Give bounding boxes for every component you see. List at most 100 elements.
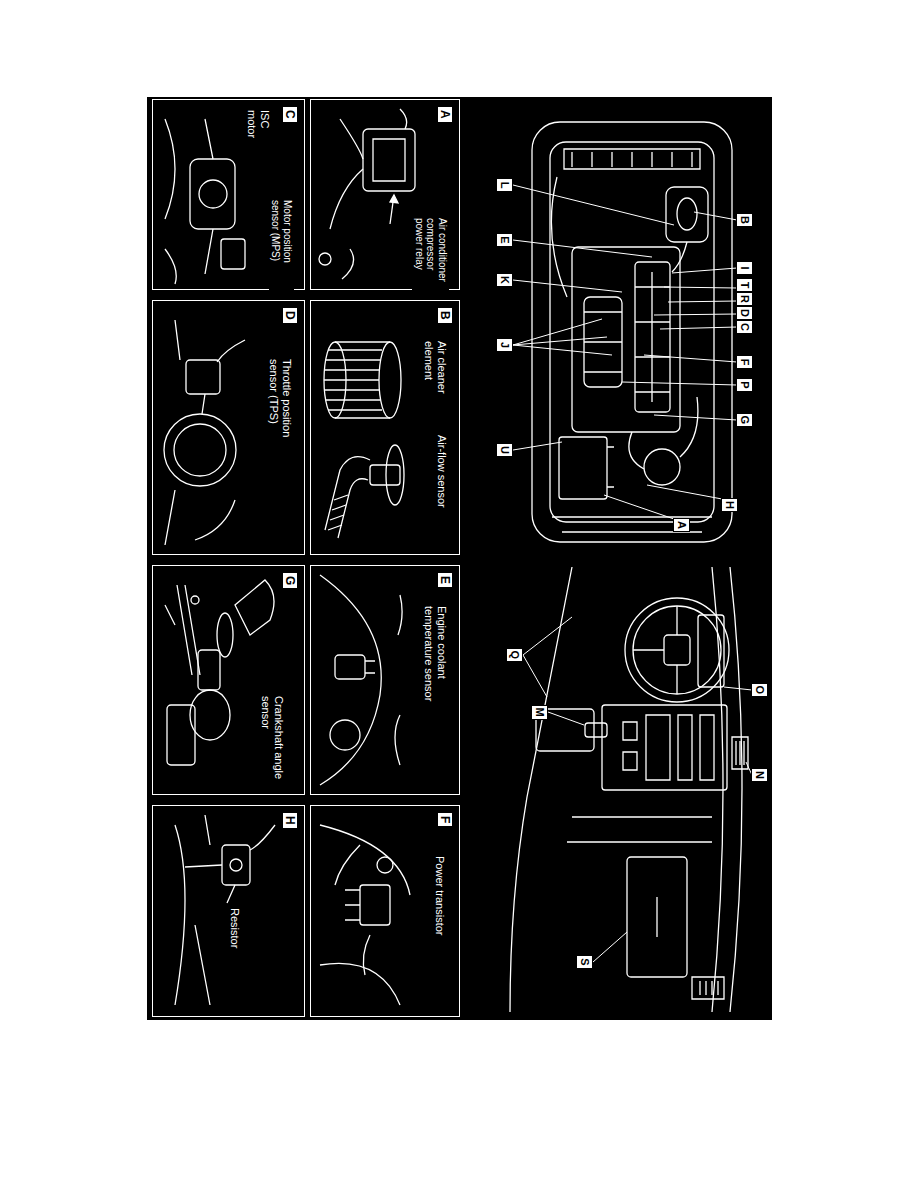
air-cleaner-photo [324,342,404,538]
part-caption: Power transistor [432,854,447,970]
leader-line [654,314,737,315]
engine-bay-drawing [564,149,700,169]
dashboard-drawing [510,567,748,1012]
coolant-sensor-photo [320,575,381,785]
callout-letter: K [497,273,514,287]
engine-bay-drawing [559,437,607,499]
dashboard-drawing [698,615,724,687]
air-cleaner-photo [325,457,370,538]
callout-letter: D [737,306,754,320]
relay-photo [319,109,415,279]
throttle-body-photo [164,414,236,486]
relay-photo [373,139,405,181]
resistor-photo [230,859,242,871]
resistor-photo [175,815,275,1005]
callout-letter: P [737,378,754,392]
relay-photo [390,195,398,203]
leader-line [513,442,562,450]
crank-angle-sensor-drawing [177,585,200,675]
panel-letter: C [282,106,298,123]
dashboard-drawing [627,857,687,977]
page-ground: AAir conditioner compressor power relayB… [147,97,772,1020]
throttle-body-photo [174,424,226,476]
leader-line [664,287,737,288]
dashboard-drawing [692,977,724,999]
callout-letter: L [497,178,514,192]
resistor-photo [195,815,210,1005]
panel-letter: H [282,812,298,829]
isc-motor-photo [199,180,227,208]
panel-letter: E [437,572,453,588]
dashboard-drawing [623,722,637,740]
callout-letter: M [532,705,549,720]
callout-letter: B [737,213,754,227]
part-caption: Resistor [227,906,242,990]
part-caption: Air conditioner compressor power relay [413,216,450,290]
coolant-sensor-photo [365,661,375,673]
part-caption: Motor position sensor (MPS) [269,198,294,290]
dashboard-drawing [623,752,637,770]
air-cleaner-photo [370,465,400,485]
leader-line [622,382,737,385]
leader-line [548,712,584,725]
air-cleaner-photo [379,342,401,418]
crank-angle-sensor-drawing [235,580,274,635]
leader-line [593,932,627,962]
leader-line [523,617,572,697]
dashboard-drawing [656,897,657,937]
crank-angle-sensor-drawing [165,580,274,765]
throttle-body-photo [164,320,245,545]
leader-line [724,687,752,690]
crank-angle-sensor-drawing [198,650,220,690]
callout-letter: Q [507,648,524,663]
relay-photo [330,109,407,279]
photo-panel: G Crankshaft angle sensor [152,565,305,795]
dashboard-drawing [633,606,721,694]
part-caption: Engine coolant temperature sensor [422,604,449,740]
panel-letter: A [437,106,453,123]
part-caption: Air cleaner element [422,339,449,425]
crank-angle-sensor-drawing [190,690,230,740]
power-transistor-photo [377,857,393,873]
leader-line [513,319,612,355]
part-caption: Air-flow sensor [434,433,449,525]
panel-letter: B [437,307,453,324]
dashboard-drawing [510,567,572,1012]
throttle-body-photo [165,320,180,545]
callout-letter: J [497,338,514,352]
coolant-sensor-photo [335,655,365,679]
power-transistor-photo [320,825,410,1005]
callout-letter: A [674,518,691,532]
power-transistor-photo [320,825,410,1005]
dashboard-drawing [700,981,718,995]
engine-bay-drawing [572,152,692,167]
engine-bay-drawing [666,187,708,242]
part-caption: Throttle position sensor (TPS) [267,357,294,465]
crank-angle-sensor-drawing [191,596,199,604]
leader-line [672,268,737,273]
callout-letter: E [497,233,514,247]
leader-line [668,301,737,302]
engine-bay-drawing [572,247,680,432]
power-transistor-photo [335,845,370,975]
panel-letter: D [282,307,298,324]
leader-line [644,355,737,362]
isc-motor-photo [165,119,176,284]
dashboard-drawing [678,715,692,780]
callout-letter: T [737,278,754,292]
leader-line [604,495,674,519]
photo-panel: F Power transistor [310,805,460,1017]
part-caption: Crankshaft angle sensor [259,694,286,792]
throttle-body-photo [195,340,245,540]
resistor-photo [222,845,250,885]
callout-letter: O [752,683,769,698]
leader-line [513,280,622,292]
panel-letter: G [282,572,298,589]
isc-motor-photo [190,159,235,229]
panel-letter: F [437,812,453,827]
engine-bay-drawing [607,447,614,487]
engine-bay-drawing [532,122,732,542]
dashboard-drawing [585,723,607,737]
leader-line [660,327,737,329]
photo-panel: A Air conditioner compressor power relay [310,99,460,290]
